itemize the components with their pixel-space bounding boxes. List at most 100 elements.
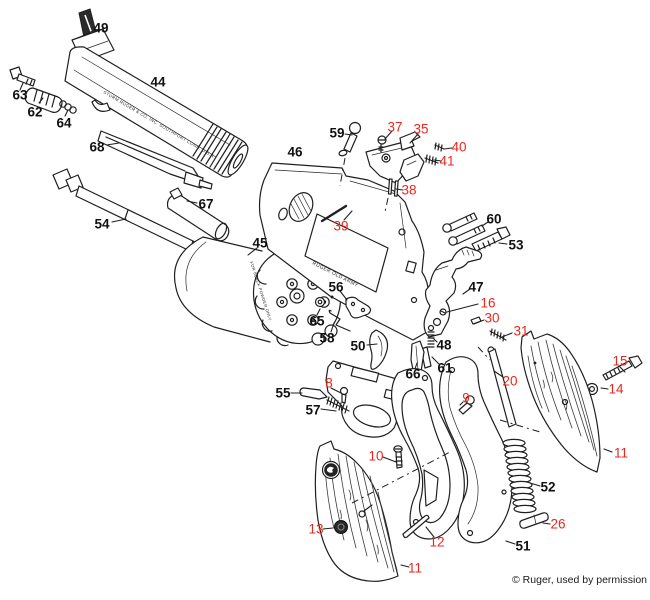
leader-line-51 — [505, 540, 516, 545]
leader-line-58 — [330, 322, 335, 333]
leader-line-12 — [425, 526, 435, 538]
barrel-screw-drawing — [9, 66, 36, 87]
copyright-notice: © Ruger, used by permission — [512, 574, 647, 586]
bushing-drawing — [24, 87, 63, 114]
barrel-threads — [192, 123, 243, 175]
trigger-50-drawing — [369, 329, 389, 370]
leader-line-61 — [431, 356, 440, 365]
part-label-14: 14 — [608, 382, 624, 397]
leader-line-66 — [414, 362, 418, 370]
part-label-16: 16 — [480, 296, 495, 311]
part-label-56: 56 — [328, 280, 344, 295]
part-label-45: 45 — [252, 236, 268, 251]
part-label-9: 9 — [462, 391, 470, 406]
part-label-55: 55 — [275, 386, 291, 401]
leader-line-16 — [446, 303, 479, 313]
nipple-65-drawing — [314, 296, 326, 308]
mainspring-drawing — [502, 438, 537, 514]
leader-line-11 — [603, 448, 613, 453]
part-label-49: 49 — [93, 21, 108, 36]
leader-line-9 — [459, 401, 464, 406]
part-label-8: 8 — [325, 376, 333, 391]
part-label-44: 44 — [150, 75, 166, 90]
hammer-drawing — [423, 246, 483, 338]
trigger-guard-drawing — [299, 360, 410, 438]
cylinder-drawing: FOR BLACK POWDER ONLY — [173, 236, 342, 347]
rear-sight-drawing — [338, 121, 445, 197]
part-label-51: 51 — [515, 539, 531, 554]
part-label-66: 66 — [405, 367, 421, 382]
leader-line-11 — [400, 564, 410, 568]
grip-frame-screw-9-drawing — [458, 395, 475, 415]
part-label-39: 39 — [333, 219, 348, 234]
part-label-48: 48 — [436, 338, 452, 353]
leader-line-68 — [106, 142, 120, 146]
leader-line-56 — [339, 290, 348, 301]
leader-line-13 — [322, 527, 334, 530]
lockwork-small-parts — [314, 296, 507, 375]
ruger-medallion — [321, 460, 341, 480]
part-label-30: 30 — [484, 311, 499, 326]
leader-line-49 — [77, 30, 94, 39]
pin-12-drawing — [402, 514, 430, 539]
part-label-31: 31 — [513, 324, 528, 339]
spring-58-drawing — [328, 309, 351, 332]
part-label-26: 26 — [550, 517, 565, 532]
part-label-52: 52 — [540, 480, 555, 495]
part-label-68: 68 — [89, 140, 105, 155]
part-label-15: 15 — [612, 354, 627, 369]
leader-line-65 — [316, 308, 321, 316]
part-label-59: 59 — [329, 126, 344, 141]
leader-line-26 — [542, 522, 551, 525]
leader-line-57 — [320, 408, 337, 412]
leader-line-48 — [432, 337, 438, 343]
part-label-50: 50 — [350, 339, 365, 354]
leader-line-54 — [111, 218, 127, 223]
leader-line-50 — [366, 343, 378, 346]
leader-line-39 — [343, 210, 353, 221]
leader-line-15 — [619, 366, 626, 373]
part-label-64: 64 — [56, 116, 72, 131]
part-label-54: 54 — [94, 217, 110, 232]
hammer-strut-drawing — [487, 346, 517, 428]
grip-nut-13-drawing — [334, 520, 348, 534]
part-label-20: 20 — [502, 374, 517, 389]
leader-line-8 — [330, 387, 342, 394]
leader-line-52 — [529, 482, 541, 487]
grip-screw-15-drawing — [602, 355, 643, 381]
leader-line-20 — [493, 370, 504, 378]
spring-seat-26-drawing — [519, 512, 549, 529]
pin-39-drawing — [320, 204, 348, 223]
leader-line-53 — [498, 242, 508, 245]
part-label-67: 67 — [198, 197, 213, 212]
part-label-10: 10 — [368, 449, 383, 464]
leader-line-62 — [38, 97, 44, 104]
grip-frame-screw-10-drawing — [393, 445, 403, 469]
part-label-35: 35 — [413, 122, 428, 137]
backstrap-51-drawing — [439, 356, 513, 544]
part-label-65: 65 — [309, 314, 325, 329]
leader-line-30 — [473, 319, 485, 325]
spring-48-drawing — [427, 324, 435, 348]
ejector-tube-drawing — [166, 187, 230, 242]
part-label-11: 11 — [614, 446, 628, 461]
part-label-58: 58 — [319, 331, 335, 346]
part-label-62: 62 — [27, 105, 42, 120]
frame-drawing: RUGER OLD ARMY — [258, 162, 434, 341]
part-label-40: 40 — [451, 140, 466, 155]
leader-line-40 — [443, 147, 453, 150]
leader-line-35 — [409, 133, 419, 144]
leader-line-37 — [384, 130, 393, 140]
left-grip-panel-drawing — [314, 440, 399, 582]
grip-frame-front-drawing — [391, 367, 465, 540]
leader-line-60 — [481, 221, 489, 227]
part-label-63: 63 — [12, 88, 28, 103]
part-label-11: 11 — [408, 561, 422, 576]
alignment-dashes — [339, 157, 541, 504]
part-label-37: 37 — [387, 120, 402, 135]
leader-line-47 — [462, 288, 471, 295]
part-label-41: 41 — [439, 154, 454, 169]
